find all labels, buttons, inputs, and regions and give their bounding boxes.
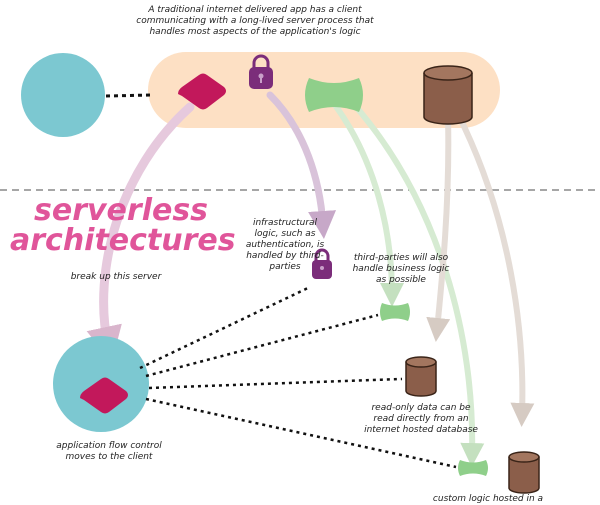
- title-serverless: serverless: [34, 193, 209, 228]
- read-only-label: read-only data can be read directly from…: [364, 403, 478, 435]
- top-caption: A traditional internet delivered app has…: [136, 5, 374, 37]
- business-logic-bowtie-icon-thirdparty: [380, 303, 410, 321]
- flow-control-diamond-icon: [178, 73, 226, 110]
- arrow-read-only-data: [426, 115, 452, 342]
- flow-control-label: application flow control moves to the cl…: [56, 441, 162, 462]
- arrow-flow-control: [86, 102, 195, 363]
- infra-label: infrastructural logic, such as authentic…: [245, 218, 325, 272]
- connection-database: [148, 377, 403, 390]
- flow-control-diamond-icon-client: [80, 377, 128, 414]
- database-icon-custom: [508, 451, 540, 494]
- third-parties-label: third-parties will also handle business …: [352, 253, 450, 285]
- break-up-label: break up this server: [70, 272, 162, 282]
- arrow-business-logic: [332, 102, 404, 307]
- arrow-authentication: [266, 91, 337, 239]
- database-icon-server: [423, 65, 473, 125]
- client-server-connection: [105, 93, 153, 98]
- client-circle-top: [21, 53, 105, 137]
- lock-icon-thirdparty: [312, 248, 332, 279]
- custom-logic-label: custom logic hosted in a: [432, 494, 544, 504]
- business-logic-bowtie-icon: [305, 78, 363, 112]
- database-icon-hosted: [405, 356, 437, 397]
- custom-logic-bowtie-icon: [458, 460, 488, 476]
- connection-business-logic: [145, 313, 379, 378]
- connection-auth: [139, 285, 311, 370]
- title-architectures: architectures: [10, 223, 236, 258]
- client-service-connections: [139, 285, 457, 469]
- lock-icon-server: [249, 54, 273, 89]
- arrow-custom-logic: [347, 97, 485, 467]
- arrow-database-custom: [457, 115, 535, 427]
